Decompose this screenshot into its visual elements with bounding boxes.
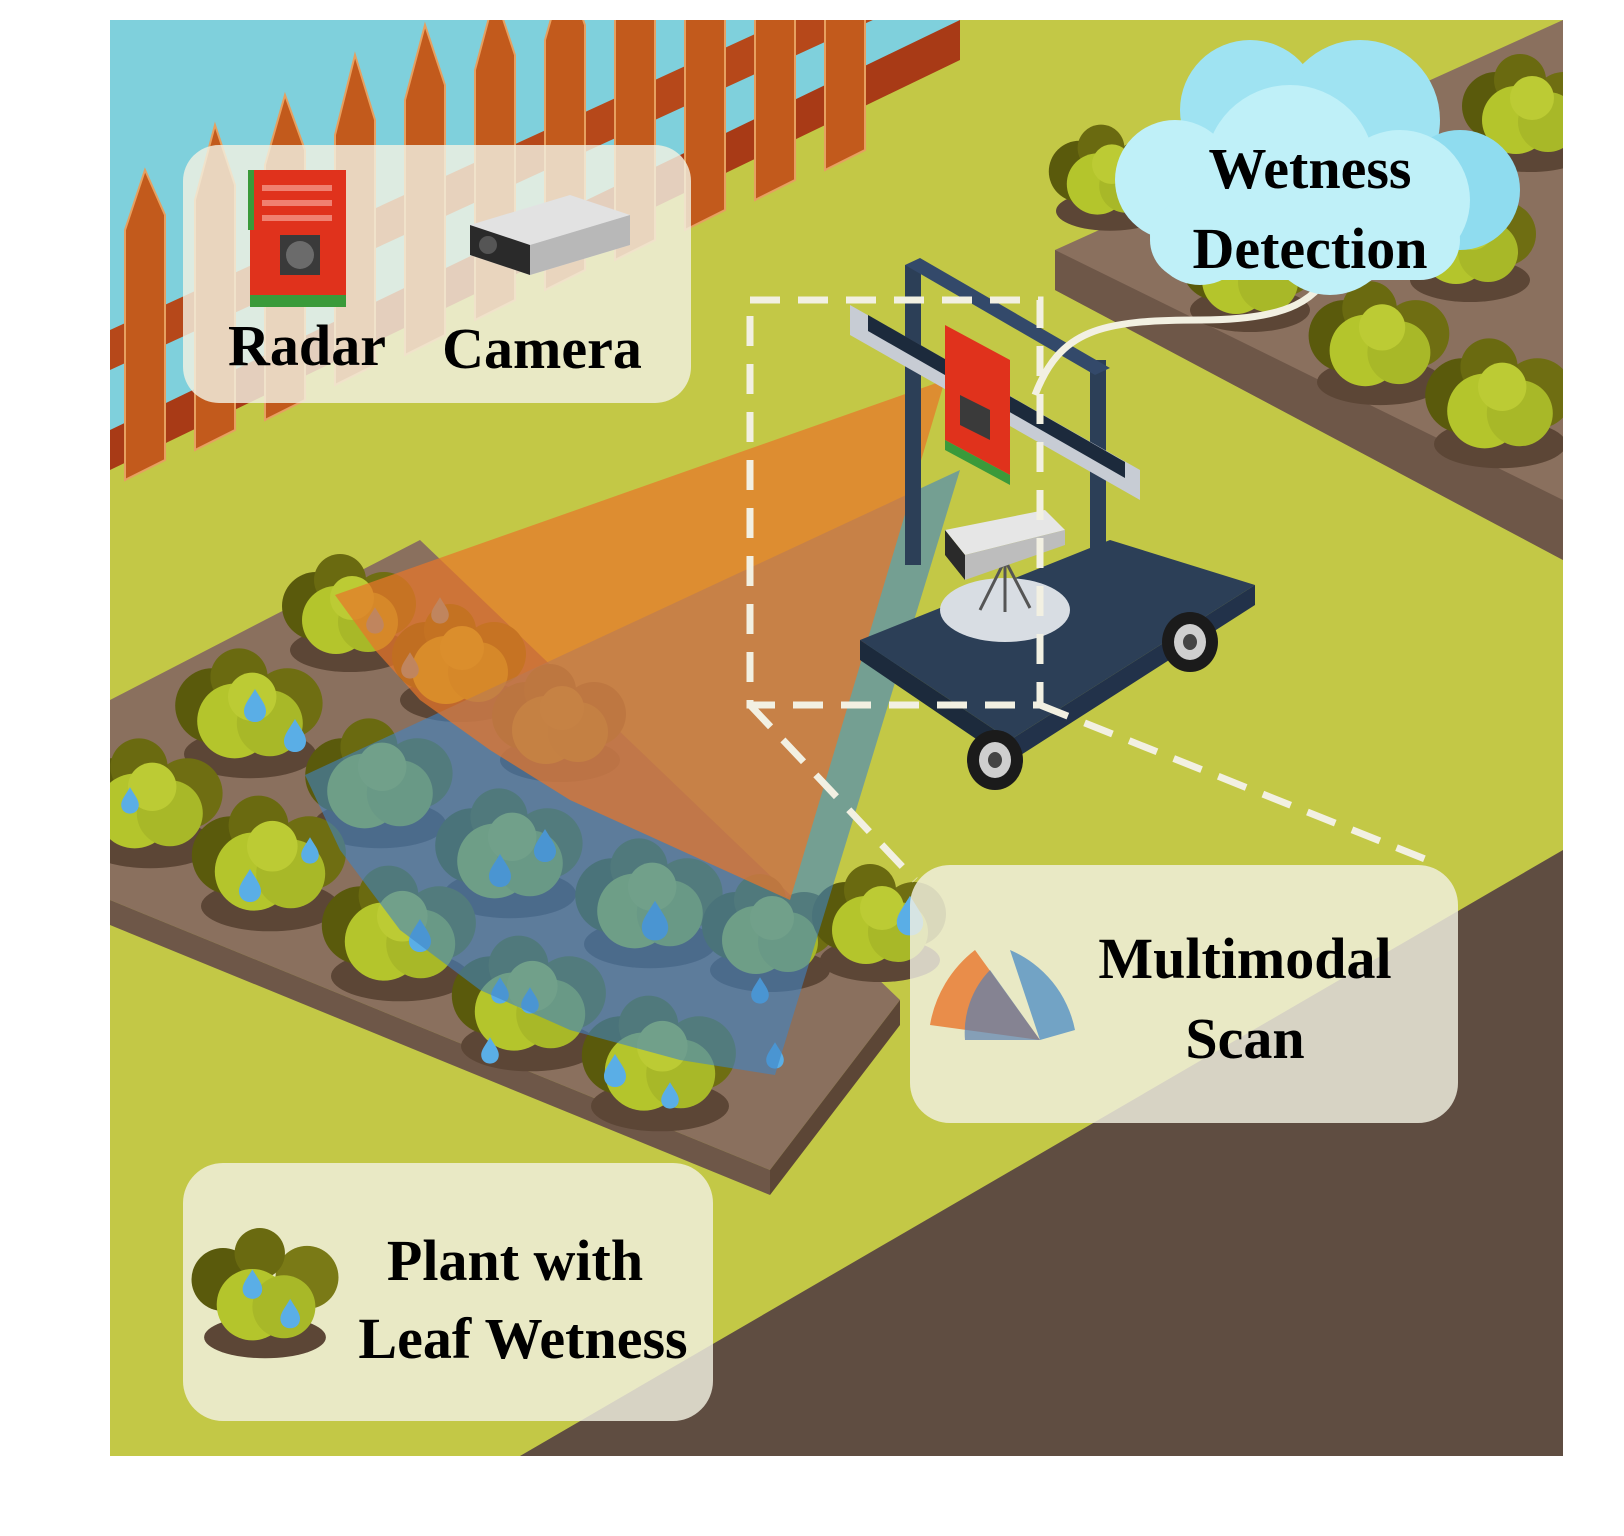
cart-radar-board [945, 325, 1010, 485]
depth-camera-icon [470, 195, 630, 275]
cloud-icon [1115, 40, 1520, 295]
robot-cart [850, 258, 1255, 790]
wetness-detection-cloud: Wetness Detection [1115, 40, 1520, 295]
wetness-detection-line2: Detection [1192, 216, 1427, 281]
radar-board-icon [248, 170, 346, 307]
scan-fan-icon [930, 950, 1075, 1040]
radar-scan-beam [335, 380, 945, 900]
cart-wheel [1162, 612, 1218, 672]
zoom-indicator [746, 296, 1442, 883]
wetness-detection-line1: Wetness [1209, 136, 1412, 201]
multimodal-scan-line2: Scan [1185, 1006, 1304, 1071]
plant-legend-line1: Plant with [387, 1228, 643, 1293]
wet-plant-icon [191, 1228, 339, 1359]
multimodal-scan-panel: Multimodal Scan [910, 865, 1458, 1123]
cart-wheel [967, 730, 1023, 790]
plant-legend-line2: Leaf Wetness [358, 1306, 687, 1371]
multimodal-scan-line1: Multimodal [1098, 926, 1391, 991]
plant-legend-panel: Plant with Leaf Wetness [183, 1163, 713, 1421]
radar-label: Radar [228, 313, 386, 378]
data-cable [1031, 258, 1339, 397]
sensors-panel: Radar Camera [183, 145, 691, 403]
camera-label: Camera [442, 316, 642, 381]
